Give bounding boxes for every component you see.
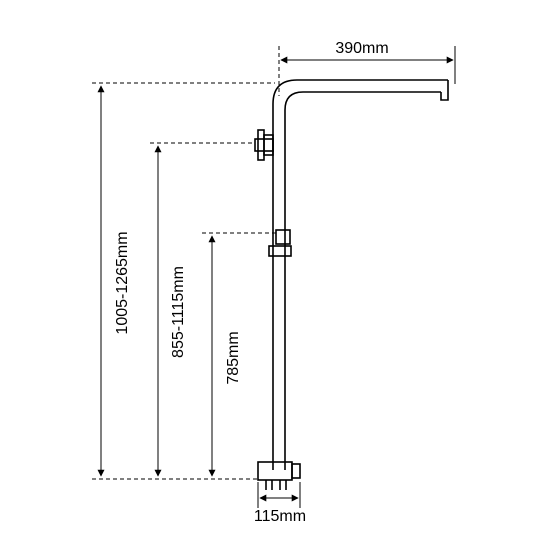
- total-height-dimension: 1005-1265mm: [97, 85, 131, 477]
- shower-column: [254, 79, 449, 490]
- mixer-base: [257, 461, 301, 490]
- base-width-label: 115mm: [254, 508, 306, 525]
- holder-clamp: [268, 245, 292, 257]
- valve-collar: [263, 134, 274, 156]
- arm-length-label: 390mm: [335, 40, 388, 57]
- arm-end-connector: [440, 80, 449, 101]
- column-inner-edge: [284, 91, 441, 470]
- holder-height-dimension: 785mm: [208, 235, 242, 477]
- mixer-end-cap: [291, 463, 301, 479]
- holder-bracket-top: [275, 229, 291, 245]
- base-width-dimension: 115mm: [254, 482, 306, 525]
- valve-height-dimension: 855-1115mm: [154, 145, 187, 477]
- mixer-body: [257, 461, 293, 481]
- holder-height-label: 785mm: [225, 331, 242, 384]
- total-height-label: 1005-1265mm: [114, 231, 131, 334]
- valve-knob: [257, 129, 265, 161]
- diverter-valve: [254, 129, 274, 161]
- arm-length-dimension: 390mm: [278, 40, 456, 96]
- column-outer-edge: [272, 79, 448, 470]
- valve-height-label: 855-1115mm: [170, 266, 187, 358]
- hand-shower-holder: [268, 229, 292, 257]
